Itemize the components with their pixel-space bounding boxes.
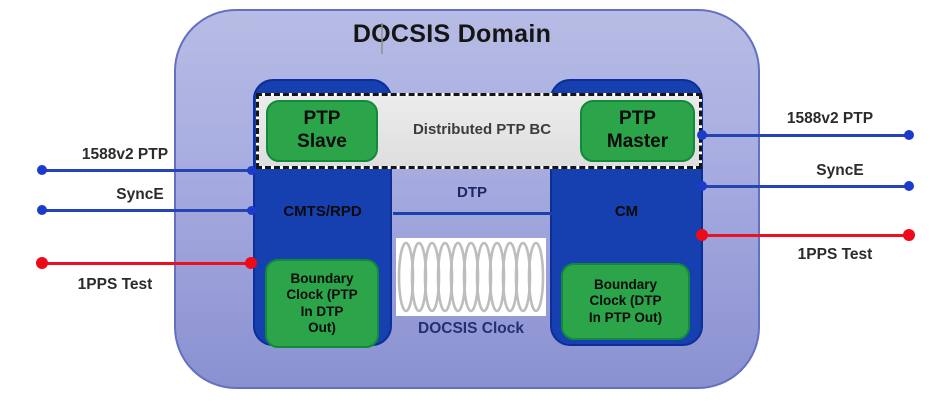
dtp-line: [393, 212, 552, 215]
right-1pps-test-label: 1PPS Test: [797, 246, 873, 263]
diagram-title: DOCSIS Domain: [352, 20, 552, 48]
docsis-clock-coil: [396, 238, 546, 316]
boundary-clock-cmts-box: Boundary Clock (PTP In DTP Out): [265, 259, 379, 348]
right-1pps-test-line: [703, 234, 909, 237]
left-synce-node-dot: [247, 206, 256, 215]
left-synce-line: [42, 209, 253, 212]
right-1pps-test-endpoint-dot: [903, 229, 915, 241]
right-1588v2-ptp-endpoint-dot: [904, 130, 914, 140]
left-synce-endpoint-dot: [37, 205, 47, 215]
right-1588v2-ptp-line: [703, 134, 909, 137]
left-1588v2-ptp-node-dot: [247, 166, 256, 175]
coil-icon: [397, 241, 545, 313]
right-synce-line: [703, 185, 909, 188]
left-1pps-test-endpoint-dot: [36, 257, 48, 269]
right-1pps-test-node-dot: [696, 229, 708, 241]
left-1588v2-ptp-endpoint-dot: [37, 165, 47, 175]
right-1588v2-ptp-node-dot: [697, 130, 707, 140]
left-1588v2-ptp-label: 1588v2 PTP: [81, 146, 169, 163]
boundary-clock-cm-box: Boundary Clock (DTP In PTP Out): [561, 263, 690, 340]
left-synce-label: SyncE: [116, 186, 164, 203]
right-1588v2-ptp-label: 1588v2 PTP: [786, 110, 874, 127]
right-synce-endpoint-dot: [904, 181, 914, 191]
text-caret-artifact: [381, 23, 383, 54]
docsis-clock-label: DOCSIS Clock: [418, 320, 524, 337]
left-1pps-test-label: 1PPS Test: [77, 276, 153, 293]
cmts-rpd-label: CMTS/RPD: [283, 203, 362, 220]
ptp-master-box: PTP Master: [580, 100, 695, 162]
left-1pps-test-node-dot: [245, 257, 257, 269]
distributed-ptp-bc-label: Distributed PTP BC: [412, 121, 552, 138]
right-synce-label: SyncE: [816, 162, 864, 179]
right-synce-node-dot: [697, 181, 707, 191]
cm-label: CM: [614, 203, 639, 220]
ptp-slave-box: PTP Slave: [266, 100, 378, 162]
left-1588v2-ptp-line: [42, 169, 253, 172]
left-1pps-test-line: [42, 262, 252, 265]
dtp-label: DTP: [457, 184, 487, 201]
